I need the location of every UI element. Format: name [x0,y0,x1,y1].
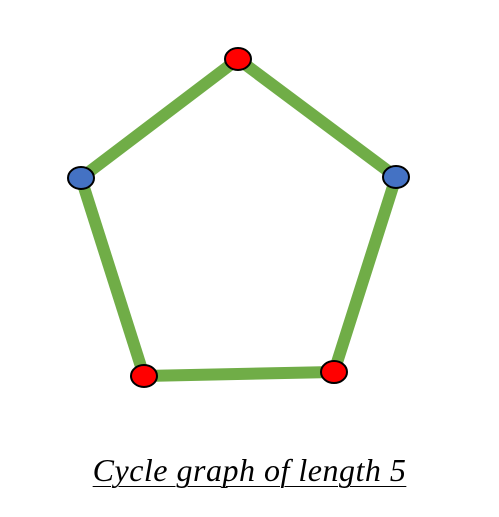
edge-top-right [229,50,405,186]
edge-bottom-right-bottom-left [137,365,341,383]
diagram-caption: Cycle graph of length 5 [92,452,407,488]
vertices-layer [67,47,410,388]
edge-right-bottom-right [326,169,404,380]
edge-bottom-left-left [73,170,152,384]
vertex-bottom-left [130,364,158,388]
vertex-bottom-right [320,360,348,384]
vertex-right [382,165,410,189]
vertex-top [224,47,252,71]
edge-left-top [72,50,247,187]
edges-layer [72,50,405,384]
vertex-left [67,166,95,190]
